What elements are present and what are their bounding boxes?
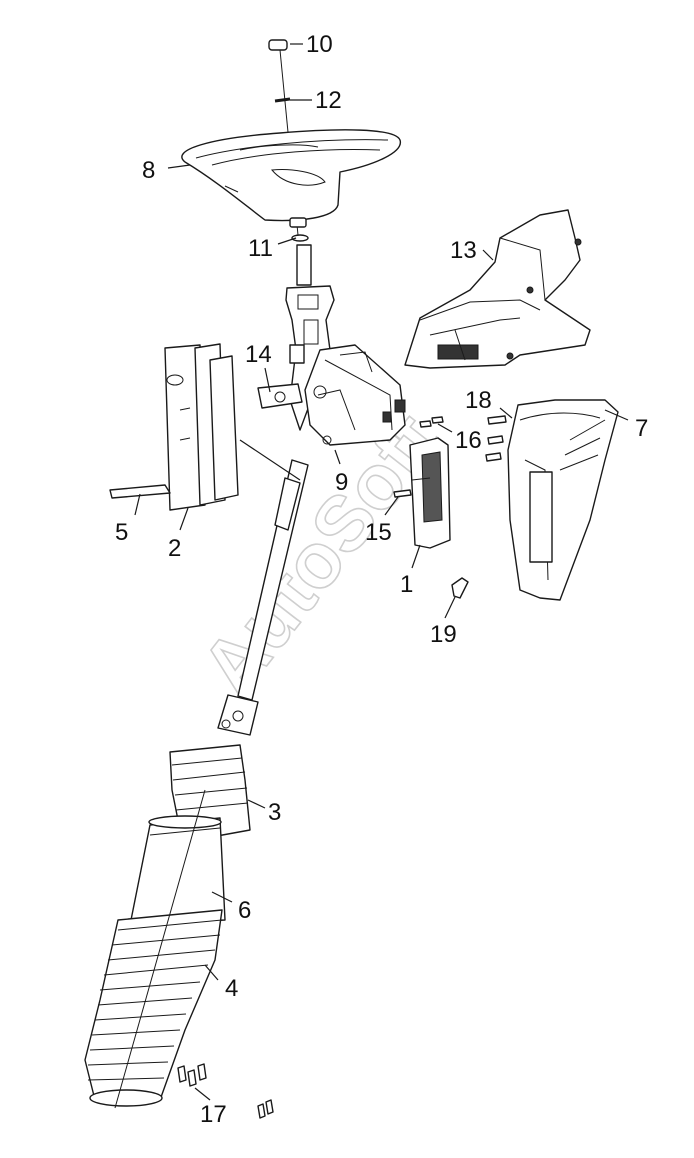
callout-2: 2 (168, 535, 181, 562)
callout-8: 8 (142, 157, 155, 184)
callout-9: 9 (335, 469, 348, 496)
callout-10: 10 (306, 31, 333, 58)
part-12-washer (274, 97, 291, 103)
callout-14: 14 (245, 341, 272, 368)
part-6-cone-sleeve (129, 815, 226, 926)
callout-5: 5 (115, 519, 128, 546)
part-2-side-trim (164, 343, 239, 511)
callout-19: 19 (430, 621, 457, 648)
part-17-screws (177, 1063, 274, 1119)
part-9-column-bracket (304, 344, 406, 446)
callout-7: 7 (635, 415, 648, 442)
boot-axis-line (114, 789, 206, 1109)
part-13-upper-shroud (404, 209, 591, 369)
part-10-cap (268, 39, 288, 51)
leader-lines (134, 43, 629, 1101)
part-8-steering-wheel (181, 129, 401, 222)
part-18-bolts (485, 415, 507, 462)
part-19-clip (451, 577, 469, 599)
callout-11: 11 (248, 235, 273, 262)
callout-15: 15 (365, 519, 392, 546)
part-7-side-bracket (507, 399, 619, 601)
callout-6: 6 (238, 897, 251, 924)
callout-13: 13 (450, 237, 477, 264)
part-5-trim-bracket (109, 484, 171, 499)
callout-18: 18 (465, 387, 492, 414)
part-15-screw (393, 489, 412, 498)
callout-17: 17 (200, 1101, 227, 1128)
part-16-screws (419, 416, 444, 428)
intermediate-shaft (217, 459, 309, 736)
callout-1: 1 (400, 571, 413, 598)
callout-3: 3 (268, 799, 281, 826)
callout-16: 16 (455, 427, 482, 454)
callout-12: 12 (315, 87, 342, 114)
callout-4: 4 (225, 975, 238, 1002)
part-1-lower-cover (409, 437, 451, 549)
callout-labels: 10 12 8 11 13 14 18 7 16 9 5 2 15 1 19 3… (115, 31, 648, 1128)
part-11-nut (289, 217, 309, 242)
